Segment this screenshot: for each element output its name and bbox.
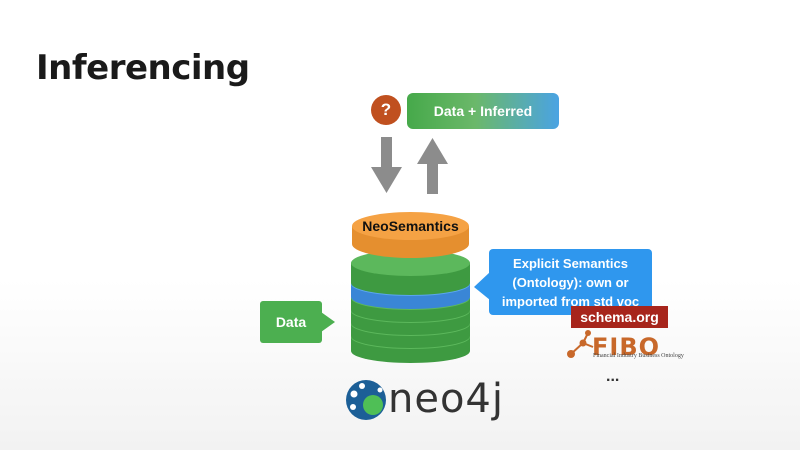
up-arrow-icon <box>417 138 448 194</box>
schema-org-logo: schema.org <box>571 306 668 328</box>
data-box: Data <box>260 301 322 343</box>
database-stack <box>351 212 470 363</box>
question-mark-icon: ? <box>371 95 401 125</box>
fibo-subtitle: Financial Industry Business Ontology <box>593 353 684 359</box>
db-disk <box>351 250 470 295</box>
neosemantics-label: NeoSemantics <box>362 218 459 234</box>
neo4j-logo-text: neo4j <box>388 376 504 422</box>
down-arrow-icon <box>371 137 402 193</box>
data-pointer <box>321 312 335 332</box>
neo4j-logo-icon <box>346 380 386 420</box>
callout-line: Explicit Semantics <box>513 255 628 271</box>
callout-pointer <box>474 272 490 300</box>
callout-line: (Ontology): own or <box>512 274 629 290</box>
fibo-logo-text: FIBO <box>592 333 661 361</box>
ellipsis: ... <box>606 368 620 385</box>
slide-title: Inferencing <box>36 48 250 88</box>
callout-line: imported from std voc <box>501 293 640 309</box>
explicit-semantics-callout: Explicit Semantics (Ontology): own or im… <box>489 249 652 315</box>
data-inferred-box: Data + Inferred <box>407 93 559 129</box>
fibo-molecule-icon <box>567 330 594 358</box>
neosemantics-disk <box>352 212 469 258</box>
